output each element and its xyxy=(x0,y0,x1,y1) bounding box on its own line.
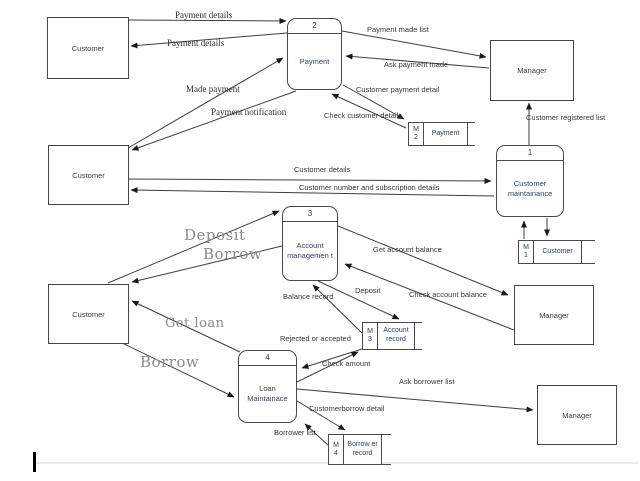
entity-label: Manager xyxy=(562,410,592,420)
flow-payment-notification xyxy=(131,90,297,151)
flow-ask-borrower-list xyxy=(296,388,534,413)
flow-get-account-balance xyxy=(337,225,509,296)
flow-check-account-balance xyxy=(344,263,515,331)
datastore-label: Payment xyxy=(431,129,460,137)
datastore-m2-payment: M 2 Payment xyxy=(408,122,468,146)
flow-label-ask-payment-made: Ask payment made xyxy=(384,60,449,69)
flow-label-deposit: Deposit xyxy=(184,226,246,244)
flow-payment-details-to-payment xyxy=(126,17,287,24)
datastore-code: M 4 xyxy=(329,435,344,464)
datastore-label: Customer xyxy=(542,247,573,255)
flow-label-customer-number-details: Customer number and subscription details xyxy=(299,183,440,192)
flow-label-ask-borrower-list: Ask borrower list xyxy=(399,377,455,386)
entity-manager-top: Manager xyxy=(490,40,574,101)
process-label: Account managemen t xyxy=(287,241,333,260)
flow-check-amount xyxy=(296,351,359,383)
flow-label-borrow-lower: Borrow xyxy=(140,353,200,371)
entity-customer-top: Customer xyxy=(47,17,129,79)
process-label: Customer maintainance xyxy=(507,178,553,198)
flow-label-borrower-list: Borrower list xyxy=(274,428,316,437)
entity-customer-bottom: Customer xyxy=(48,284,129,344)
entity-label: Customer xyxy=(72,309,105,319)
entity-label: Customer xyxy=(71,43,105,53)
flow-customer-payment-detail xyxy=(342,84,405,120)
flow-check-customer-details xyxy=(331,93,407,129)
flow-deposit xyxy=(107,210,280,284)
flow-label-check-customer-details: Check customer details xyxy=(324,111,402,120)
flow-label-payment-details-return: Payment details xyxy=(167,38,225,48)
process-number: 2 xyxy=(288,19,341,34)
flow-made-payment xyxy=(127,57,284,149)
flow-get-loan xyxy=(131,300,241,353)
flow-payment-details-to-customer xyxy=(130,32,288,49)
process-payment: 2 Payment xyxy=(287,18,342,90)
datastore-label: Account record xyxy=(383,327,409,343)
flow-borrow-return xyxy=(131,245,283,284)
flow-label-rejected-or-accepted: Rejected or accepted xyxy=(280,334,351,343)
entity-label: Manager xyxy=(539,310,569,320)
datastore-code: M 3 xyxy=(363,323,378,349)
entity-label: Customer xyxy=(72,170,105,180)
flow-label-get-account-balance: Get account balance xyxy=(373,245,442,254)
process-number: 3 xyxy=(283,207,337,222)
datastore-code: M 1 xyxy=(519,241,534,263)
process-label: Payment xyxy=(299,56,330,66)
flow-label-borrow: Borrow xyxy=(203,245,263,263)
flow-label-made-payment: Made payment xyxy=(186,84,240,94)
flow-customerborrow-detail xyxy=(296,400,346,431)
flow-label-deposit-small: Deposit xyxy=(355,286,381,295)
process-account-management: 3 Account managemen t xyxy=(282,206,338,281)
flow-label-customer-registered-list: Customer registered list xyxy=(526,113,606,122)
flow-label-customerborrow-detail: Customerborrow detail xyxy=(309,404,385,413)
datastore-m1-customer: M 1 Customer xyxy=(518,240,582,264)
flow-label-payment-notification: Payment notification xyxy=(211,107,287,117)
entity-customer-middle: Customer xyxy=(48,145,129,205)
process-loan-maintainace: 4 Loan Maintainace xyxy=(238,350,297,423)
entity-manager-middle: Manager xyxy=(514,285,594,345)
flow-customer-details xyxy=(127,177,492,184)
flow-balance-record xyxy=(312,284,363,334)
flow-ask-payment-made xyxy=(345,53,490,69)
flow-label-balance-record: Balance record xyxy=(283,292,334,301)
process-label: Loan Maintainace xyxy=(247,384,288,403)
entity-label: Manager xyxy=(517,66,547,75)
flow-deposit-to-m3 xyxy=(317,280,400,320)
process-number: 4 xyxy=(239,351,296,366)
datastore-extension-lines xyxy=(382,122,595,465)
flow-label-customer-details: Customer details xyxy=(294,165,351,174)
flow-label-check-amount: Check amount xyxy=(322,359,371,368)
datastore-label: Borrow er record xyxy=(347,440,378,457)
datastore-code: M 2 xyxy=(409,123,424,145)
flow-label-payment-details-top: Payment details xyxy=(175,10,233,20)
flow-customer-number-details xyxy=(130,187,495,197)
flow-label-get-loan: Get loan xyxy=(165,316,225,331)
datastore-m3-account-record: M 3 Account record xyxy=(362,322,415,350)
process-number: 1 xyxy=(497,146,563,161)
process-customer-maintainance: 1 Customer maintainance xyxy=(496,145,564,217)
flow-label-check-account-balance: Check account balance xyxy=(409,290,487,299)
datastore-m4-borrower-record: M 4 Borrow er record xyxy=(328,434,382,465)
flow-label-payment-made-list: Payment made list xyxy=(367,25,429,34)
flow-payment-made-list xyxy=(341,30,487,59)
flow-label-customer-payment-detail: Customer payment detail xyxy=(356,85,440,94)
text-cursor[interactable] xyxy=(33,452,36,472)
entity-manager-bottom: Manager xyxy=(537,385,617,445)
flow-borrow-to-loan xyxy=(119,341,235,398)
flow-borrower-list xyxy=(304,423,329,446)
